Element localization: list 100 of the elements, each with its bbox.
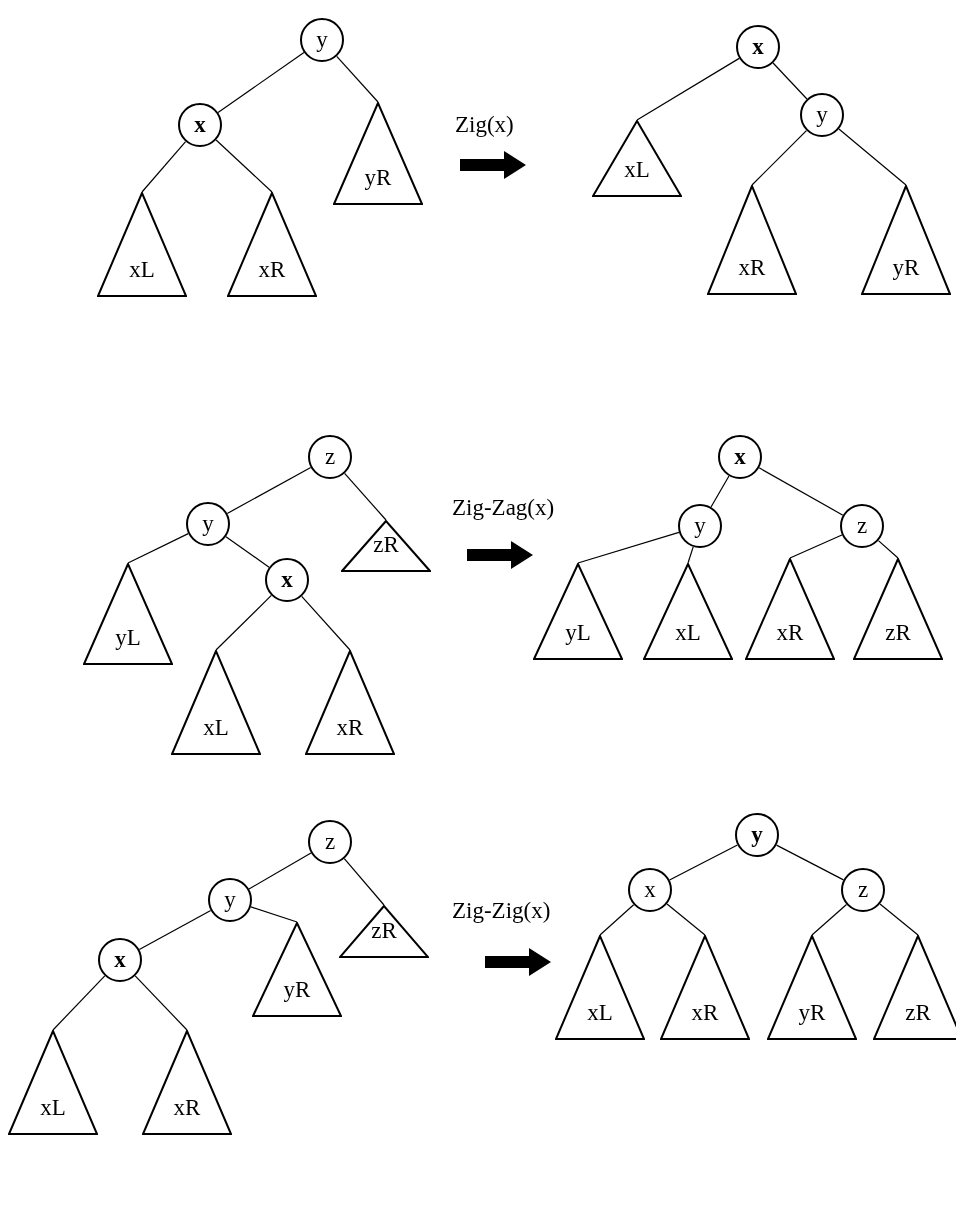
- node-label: z: [324, 829, 336, 855]
- subtree-triangle: [707, 185, 797, 295]
- node-label: zR: [370, 918, 398, 944]
- node-label: x: [281, 567, 293, 593]
- node-label: x: [752, 34, 764, 60]
- node-label: y: [694, 513, 706, 539]
- node-label: xR: [172, 1095, 202, 1121]
- tree-edge: [127, 533, 189, 564]
- tree-edge: [666, 903, 706, 936]
- tree-node-circle: [208, 878, 252, 922]
- tree-node-circle: [308, 435, 352, 479]
- node-label: xR: [335, 715, 365, 741]
- node-label: xR: [690, 1000, 720, 1026]
- subtree-triangle: [745, 558, 835, 660]
- tree-edge: [336, 55, 379, 103]
- operation-label: Zig-Zig(x): [452, 898, 551, 924]
- node-label: z: [857, 877, 869, 903]
- tree-edge: [751, 129, 808, 186]
- operation-label: Zig(x): [455, 112, 514, 138]
- tree-edge: [226, 467, 312, 514]
- node-label: yL: [564, 620, 592, 646]
- tree-node-circle: [300, 18, 344, 62]
- tree-edge: [217, 52, 305, 113]
- tree-edge: [215, 594, 272, 651]
- subtree-triangle: [853, 558, 943, 660]
- tree-edge: [248, 852, 312, 890]
- subtree-triangle: [339, 905, 429, 958]
- subtree-triangle: [252, 922, 342, 1017]
- node-label: xR: [737, 255, 767, 281]
- node-label: xL: [202, 715, 230, 741]
- node-label: yR: [282, 977, 312, 1003]
- tree-edge: [687, 546, 694, 564]
- tree-edge: [141, 141, 187, 193]
- node-label: xL: [674, 620, 702, 646]
- node-label: x: [644, 877, 656, 903]
- node-label: xL: [39, 1095, 67, 1121]
- tree-edge: [811, 903, 848, 936]
- tree-edge: [789, 534, 843, 559]
- tree-node-circle: [678, 504, 722, 548]
- node-label: xR: [775, 620, 805, 646]
- tree-edge: [301, 595, 351, 651]
- subtree-triangle: [533, 563, 623, 660]
- tree-edge: [879, 903, 919, 936]
- tree-edge: [758, 467, 844, 516]
- tree-edge: [344, 472, 387, 521]
- node-label: y: [224, 887, 236, 913]
- node-label: yR: [891, 255, 921, 281]
- node-label: x: [114, 947, 126, 973]
- tree-edge: [838, 128, 907, 186]
- subtree-triangle: [555, 935, 645, 1040]
- node-label: z: [856, 513, 868, 539]
- subtree-triangle: [873, 935, 956, 1040]
- node-label: xR: [257, 257, 287, 283]
- subtree-triangle: [767, 935, 857, 1040]
- tree-node-circle: [178, 103, 222, 147]
- tree-edge: [250, 906, 298, 923]
- node-label: xL: [623, 157, 651, 183]
- subtree-triangle: [171, 650, 261, 755]
- node-label: y: [816, 102, 828, 128]
- tree-node-circle: [840, 504, 884, 548]
- tree-node-circle: [186, 502, 230, 546]
- node-label: xL: [586, 1000, 614, 1026]
- tree-node-circle: [735, 813, 779, 857]
- subtree-triangle: [861, 185, 951, 295]
- node-label: yR: [363, 165, 393, 191]
- subtree-triangle: [227, 192, 317, 297]
- node-label: y: [316, 27, 328, 53]
- subtree-triangle: [305, 650, 395, 755]
- tree-edge: [599, 904, 635, 936]
- tree-edge: [138, 909, 212, 951]
- node-label: y: [202, 511, 214, 537]
- tree-edge: [225, 536, 270, 568]
- tree-edge: [668, 844, 739, 881]
- tree-node-circle: [308, 820, 352, 864]
- node-label: yL: [114, 625, 142, 651]
- node-label: zR: [372, 532, 400, 558]
- subtree-triangle: [83, 563, 173, 665]
- node-label: y: [751, 822, 763, 848]
- subtree-triangle: [643, 563, 733, 660]
- tree-edge: [877, 540, 899, 559]
- subtree-triangle: [8, 1030, 98, 1135]
- node-label: xL: [128, 257, 156, 283]
- subtree-triangle: [333, 102, 423, 205]
- tree-edge: [343, 858, 385, 906]
- tree-edge: [636, 57, 740, 121]
- tree-node-circle: [736, 25, 780, 69]
- node-label: x: [734, 444, 746, 470]
- tree-edge: [52, 975, 106, 1031]
- tree-node-circle: [98, 938, 142, 982]
- subtree-triangle: [142, 1030, 232, 1135]
- tree-edge: [215, 139, 273, 193]
- node-label: z: [324, 444, 336, 470]
- tree-node-circle: [265, 558, 309, 602]
- tree-edge: [577, 531, 680, 564]
- node-label: zR: [904, 1000, 932, 1026]
- tree-edge: [772, 62, 808, 100]
- node-label: zR: [884, 620, 912, 646]
- subtree-triangle: [660, 935, 750, 1040]
- tree-node-circle: [800, 93, 844, 137]
- subtree-triangle: [97, 192, 187, 297]
